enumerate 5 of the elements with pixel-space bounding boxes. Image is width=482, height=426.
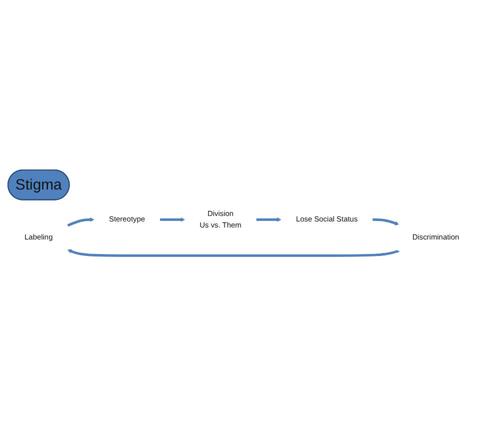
arrow xyxy=(67,218,94,227)
arrow xyxy=(372,218,400,226)
arrow xyxy=(256,218,282,222)
arrow xyxy=(160,218,185,222)
arrow xyxy=(67,249,400,258)
